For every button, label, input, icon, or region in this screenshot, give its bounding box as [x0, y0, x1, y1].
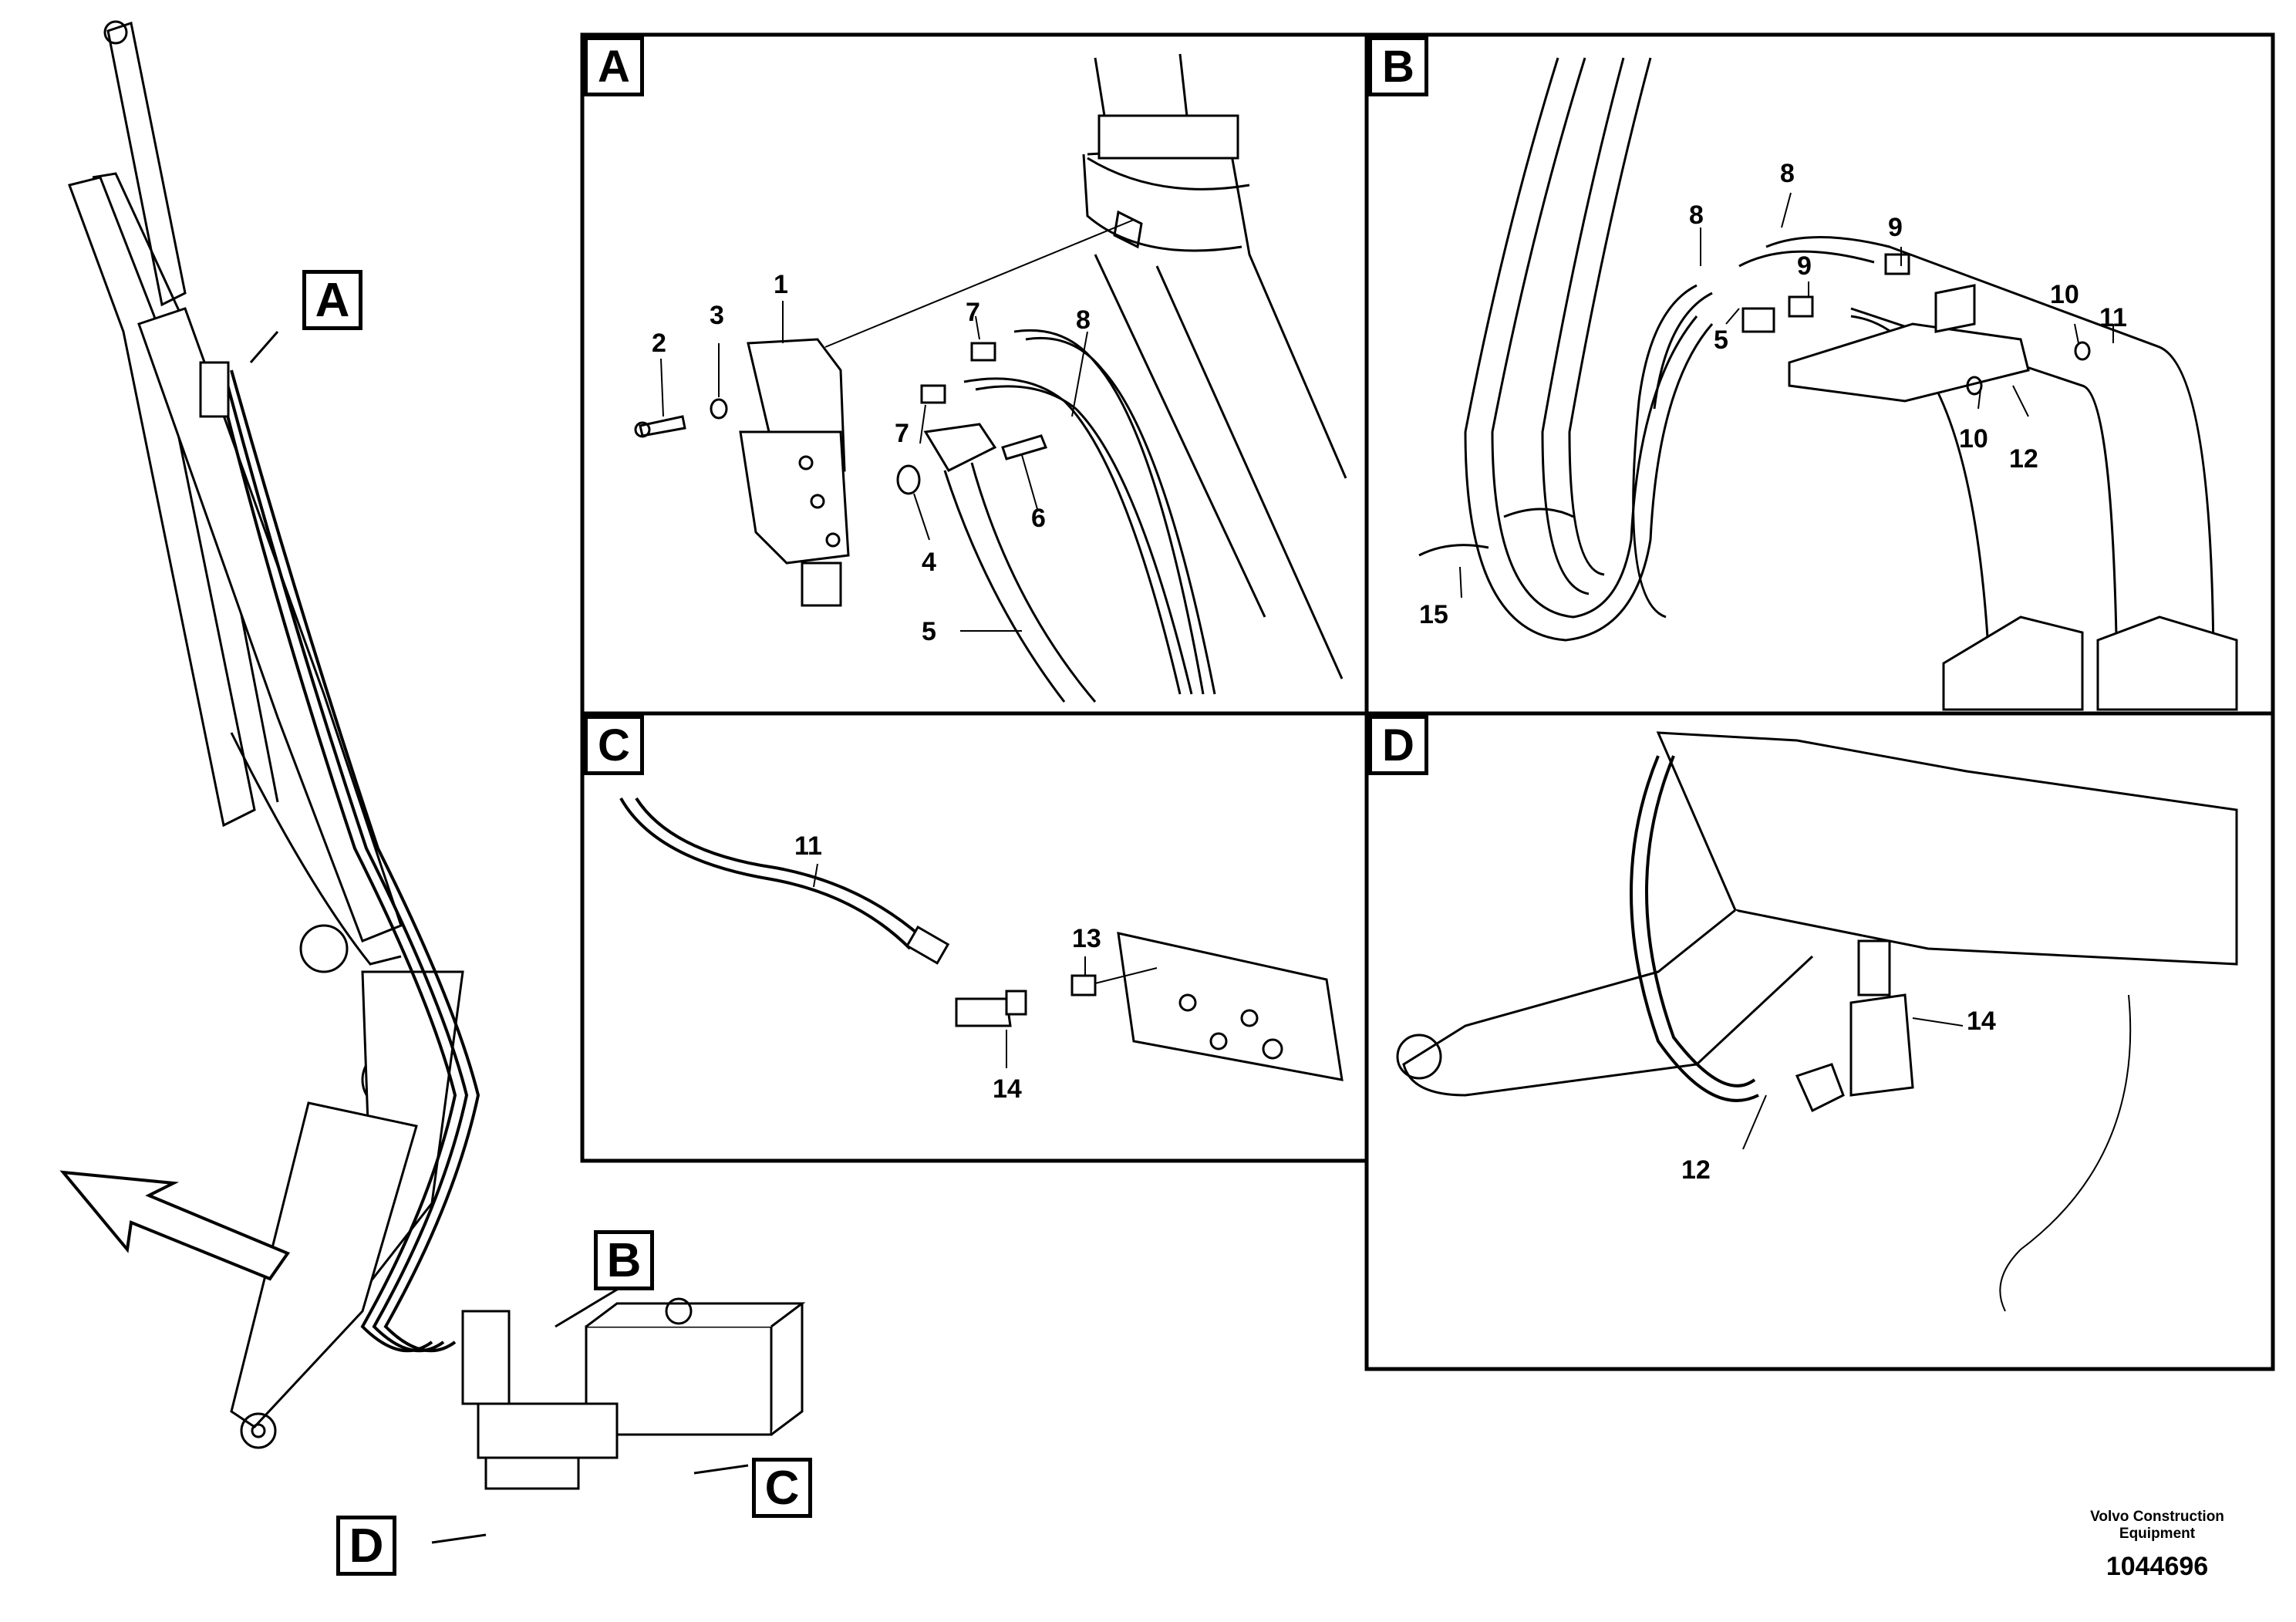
panel-c-drawing — [619, 797, 1344, 1081]
overview-tag-a: A — [302, 270, 362, 330]
direction-arrow-icon — [59, 1170, 291, 1281]
callout-a-8: 8 — [1076, 305, 1091, 335]
callout-b-5: 5 — [1714, 325, 1728, 355]
boom-overview-drawing — [68, 20, 806, 1544]
callout-d-14: 14 — [1967, 1007, 1996, 1036]
panel-d-drawing — [1396, 731, 2238, 1312]
callout-b-10-lower: 10 — [1959, 424, 1988, 454]
panel-c-letter: C — [584, 715, 644, 775]
panel-frames — [580, 32, 2275, 1371]
overview-tag-b: B — [594, 1230, 654, 1290]
company-name-line2: Equipment — [2119, 1526, 2196, 1542]
callout-b-15: 15 — [1419, 600, 1448, 629]
callout-b-10-right: 10 — [2050, 280, 2079, 309]
callout-b-8-left: 8 — [1689, 201, 1704, 230]
callout-a-1: 1 — [774, 270, 788, 299]
panel-b-drawing — [1418, 57, 2238, 711]
callout-b-8-top: 8 — [1780, 159, 1795, 188]
footer-block: Volvo Construction Equipment 1044696 — [2072, 1509, 2242, 1582]
callout-a-5: 5 — [922, 617, 936, 646]
callout-a-7-upper: 7 — [966, 298, 980, 327]
callout-b-11: 11 — [2099, 303, 2127, 332]
overview-tag-c: C — [752, 1458, 812, 1518]
callout-a-7-lower: 7 — [895, 419, 909, 448]
callout-c-14: 14 — [993, 1074, 1022, 1104]
panel-a-drawing — [634, 53, 1347, 703]
callout-a-4: 4 — [922, 548, 936, 577]
panel-a-letter: A — [584, 36, 644, 96]
callout-b-9-right: 9 — [1888, 213, 1903, 242]
callout-a-3: 3 — [710, 301, 724, 330]
overview-tag-d: D — [336, 1516, 396, 1576]
callout-a-2: 2 — [652, 329, 666, 358]
callout-b-12: 12 — [2009, 444, 2038, 474]
callout-c-11: 11 — [794, 831, 822, 861]
company-name-line1: Volvo Construction — [2090, 1509, 2224, 1525]
callout-b-9-left: 9 — [1797, 251, 1812, 281]
callout-c-13: 13 — [1072, 924, 1101, 953]
callout-d-12: 12 — [1681, 1155, 1711, 1185]
callout-a-6: 6 — [1031, 504, 1046, 533]
panel-d-letter: D — [1368, 715, 1428, 775]
drawing-number: 1044696 — [2106, 1552, 2209, 1581]
panel-b-letter: B — [1368, 36, 1428, 96]
